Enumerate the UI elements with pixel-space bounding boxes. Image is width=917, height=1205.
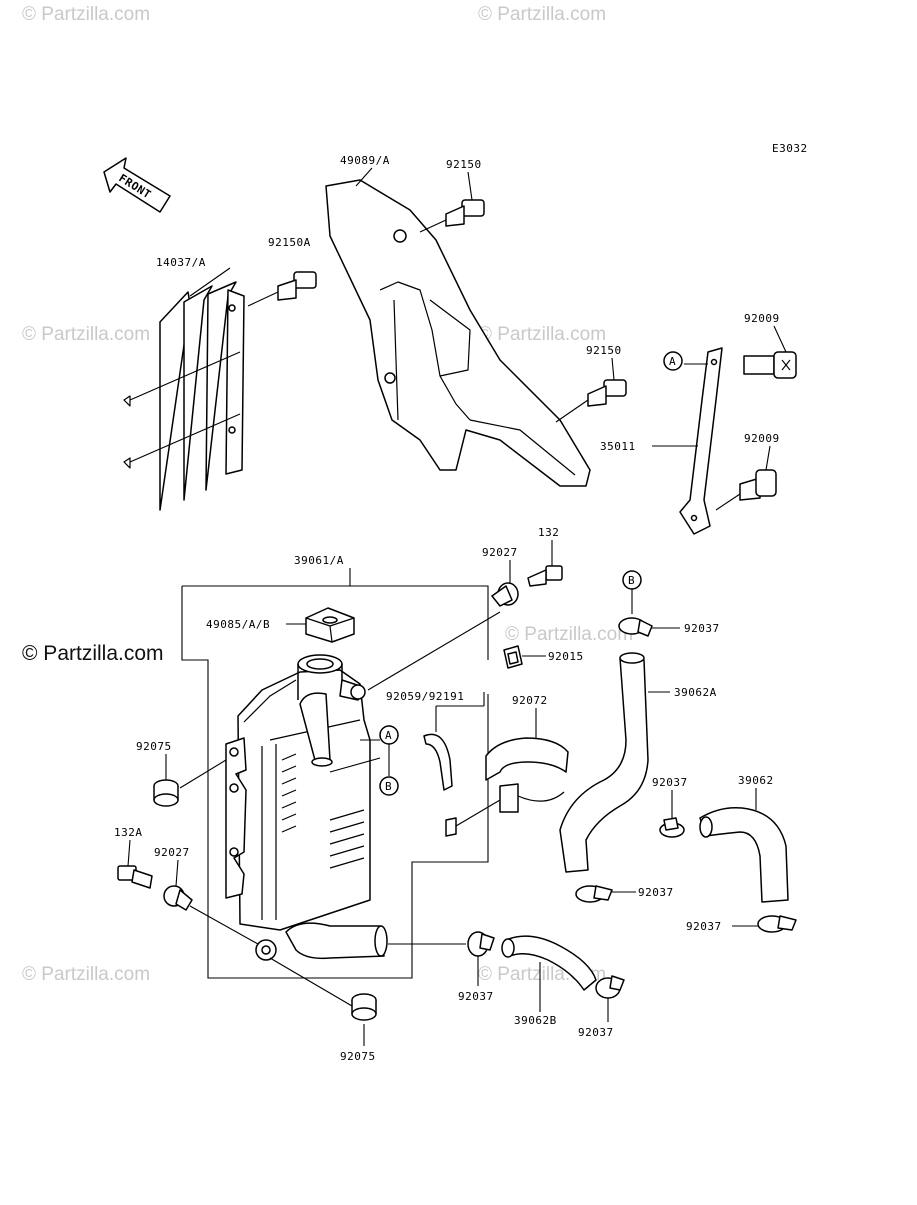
clamp-92037-lower (575, 885, 636, 903)
bolt-92009-top (743, 325, 797, 379)
watermark: © Partzilla.com (478, 324, 606, 345)
diagram-code: E3032 (772, 142, 808, 155)
part-label: 132A (114, 826, 143, 839)
hose-39062 (699, 788, 789, 903)
radiator (225, 654, 388, 961)
watermark: © Partzilla.com (22, 964, 150, 985)
clip-92015 (503, 645, 546, 669)
watermark: © Partzilla.com (22, 4, 150, 25)
part-label: 92150 (446, 158, 482, 171)
part-label: 92037 (638, 886, 674, 899)
part-label: 49085/A/B (206, 618, 270, 631)
part-label: 39062A (674, 686, 717, 699)
part-label: 92072 (512, 694, 548, 707)
part-label: 39062 (738, 774, 774, 787)
band-92072 (455, 708, 569, 827)
part-label: 39062B (514, 1014, 557, 1027)
ref-a-circle (663, 351, 683, 371)
part-label: 92027 (482, 546, 518, 559)
part-label: 92009 (744, 312, 780, 325)
ref-b: B (385, 780, 392, 793)
clamp-92037-b (618, 617, 680, 637)
collar-92027-top (491, 582, 519, 607)
part-label: 92075 (340, 1050, 376, 1063)
part-label: 92037 (684, 622, 720, 635)
part-label: 39061/A (294, 554, 344, 567)
part-label: 92059/92191 (386, 690, 464, 703)
watermark: © Partzilla.com (505, 624, 633, 645)
watermark-main: © Partzilla.com (22, 642, 164, 665)
part-label: 92075 (136, 740, 172, 753)
part-label: 92037 (458, 990, 494, 1003)
clamp-92037-right (732, 915, 797, 933)
ref-a: A (669, 355, 676, 368)
bolt-92150-mid (555, 357, 627, 423)
bolt-92150a (247, 271, 317, 307)
part-label: 92037 (652, 776, 688, 789)
clamp-92037-br (595, 975, 625, 1022)
radiator-shroud (325, 179, 591, 487)
ref-b-circle (379, 776, 399, 796)
part-label: 92150A (268, 236, 311, 249)
grommet-92075-top (153, 754, 227, 807)
part-label: 92015 (548, 650, 584, 663)
part-label: 132 (538, 526, 559, 539)
bolt-92009-bottom (715, 445, 777, 511)
radiator-stay (679, 347, 723, 535)
part-label: 14037/A (156, 256, 206, 269)
bolt-132 (527, 540, 563, 587)
hose-92059 (423, 692, 485, 837)
front-arrow-icon: FRONT (103, 157, 171, 213)
part-label: 92037 (578, 1026, 614, 1039)
bolt-92150-top (419, 171, 485, 233)
part-label: 92009 (744, 432, 780, 445)
part-label: 92037 (686, 920, 722, 933)
bolt-132a (117, 839, 153, 889)
ref-a: A (385, 729, 392, 742)
part-label: 49089/A (340, 154, 390, 167)
cushion-49085 (305, 607, 355, 643)
clamp-92037-mid (659, 790, 685, 838)
ref-b: B (628, 574, 635, 587)
watermark: © Partzilla.com (478, 4, 606, 25)
watermark: © Partzilla.com (22, 324, 150, 345)
part-label: 92027 (154, 846, 190, 859)
radiator-grille (123, 281, 245, 511)
collar-92027-bottom (163, 859, 259, 945)
hose-39062a (559, 652, 670, 873)
clamp-92037-bl (388, 931, 495, 986)
hose-39062b (501, 935, 597, 1012)
grommet-92075-bottom (269, 957, 377, 1046)
part-label: 35011 (600, 440, 636, 453)
part-label: 92150 (586, 344, 622, 357)
